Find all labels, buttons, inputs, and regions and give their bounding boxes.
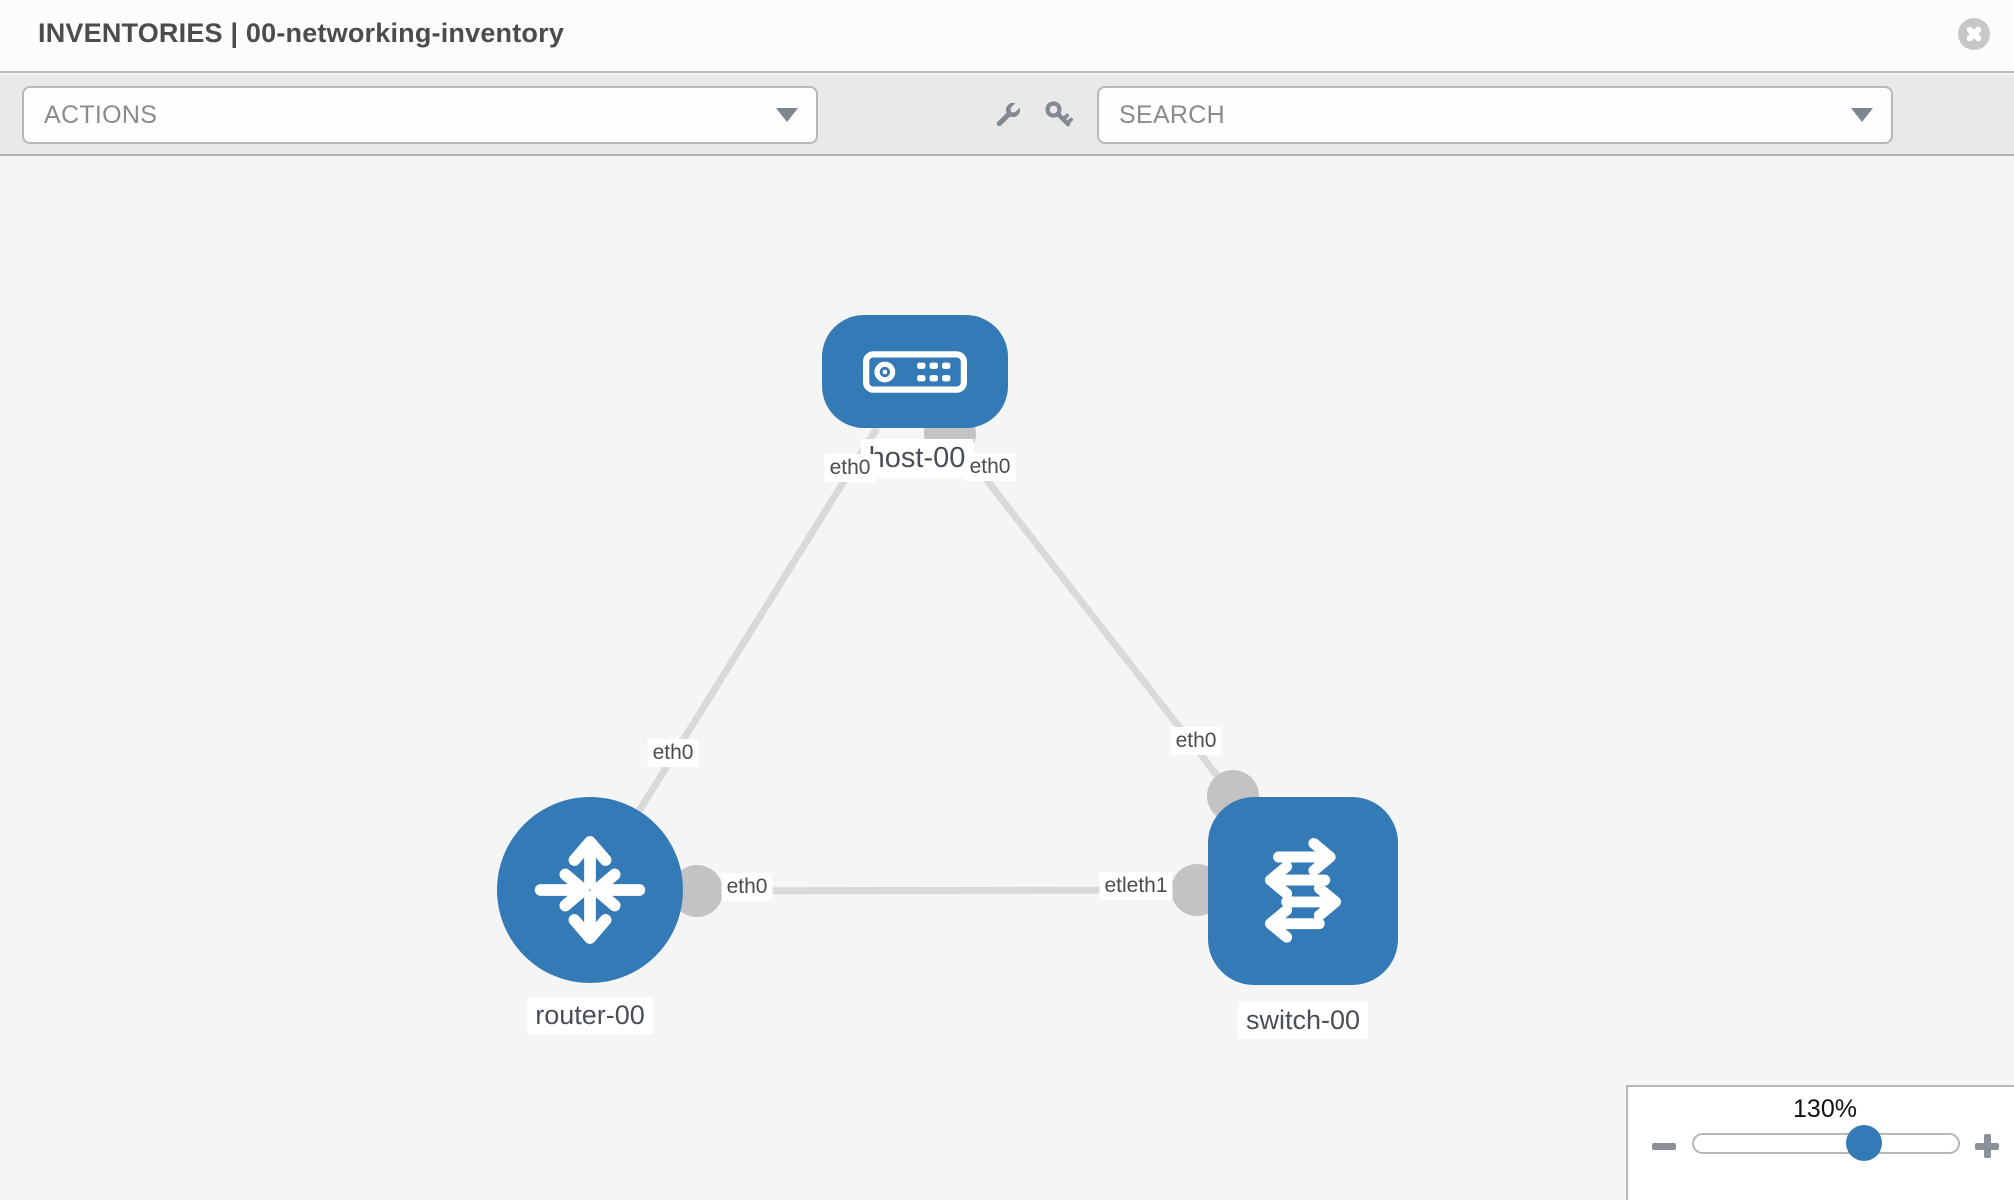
node-label-router: router-00 xyxy=(527,997,653,1034)
zoom-control-panel: 130% xyxy=(1626,1085,2014,1200)
search-placeholder: SEARCH xyxy=(1119,100,1225,129)
node-switch-00[interactable] xyxy=(1208,797,1398,985)
links-layer xyxy=(587,407,1259,917)
interface-label: etleth1 xyxy=(1099,872,1173,900)
close-icon[interactable] xyxy=(1958,18,1990,50)
chevron-down-icon xyxy=(1851,108,1873,122)
actions-dropdown[interactable]: ACTIONS xyxy=(22,86,818,144)
node-label-host: host-00 xyxy=(860,439,974,478)
plus-icon[interactable] xyxy=(1972,1131,2002,1161)
node-host-00[interactable] xyxy=(822,315,1008,428)
wrench-icon[interactable] xyxy=(990,99,1024,133)
interface-label: eth0 xyxy=(721,873,773,901)
switch-icon xyxy=(1264,837,1342,943)
interface-label: eth0 xyxy=(647,739,699,767)
interface-label: eth0 xyxy=(824,454,876,482)
host-icon xyxy=(863,350,967,393)
page-title: INVENTORIES | 00-networking-inventory xyxy=(38,18,565,48)
zoom-slider-thumb[interactable] xyxy=(1846,1125,1882,1161)
zoom-level-value: 130% xyxy=(1793,1095,1857,1123)
header-bar: INVENTORIES | 00-networking-inventory xyxy=(0,0,2014,73)
actions-dropdown-label: ACTIONS xyxy=(44,100,158,129)
topology-canvas[interactable]: host-00 router-00 switch-00 eth0 eth0 et… xyxy=(0,158,2014,1200)
minus-icon[interactable] xyxy=(1649,1131,1679,1161)
endpoint-router-eth0[interactable] xyxy=(671,865,723,917)
chevron-down-icon xyxy=(776,108,798,122)
zoom-slider-track[interactable] xyxy=(1692,1133,1960,1154)
router-icon xyxy=(534,836,646,944)
toolbar: ACTIONS xyxy=(0,75,2014,156)
node-label-switch: switch-00 xyxy=(1237,1002,1369,1039)
search-dropdown[interactable]: SEARCH xyxy=(1097,86,1893,144)
key-icon[interactable] xyxy=(1043,99,1077,133)
interface-label: eth0 xyxy=(1170,727,1222,755)
node-router-00[interactable] xyxy=(497,797,683,983)
interface-label: eth0 xyxy=(964,453,1016,481)
